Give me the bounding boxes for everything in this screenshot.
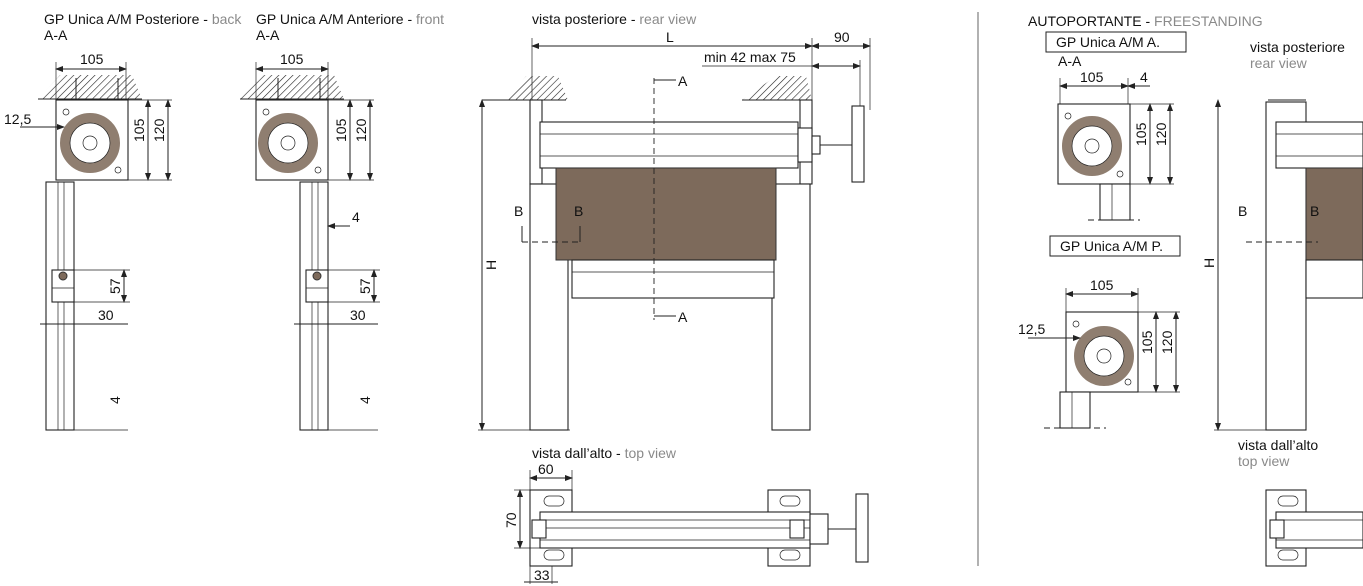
fs-p-105: 105: [1090, 277, 1114, 293]
top-tube: [539, 511, 811, 549]
rear-dim-L: L: [666, 29, 674, 45]
back-dim-57: 57: [107, 278, 123, 294]
front-dim-105: 105: [280, 51, 304, 67]
top-view-title: vista dall’alto - top view: [532, 445, 677, 461]
crank-handle: [851, 105, 865, 183]
top-dim-33: 33: [534, 567, 550, 583]
fs-top-title: vista dall’alto: [1238, 437, 1318, 453]
fs-a-105: 105: [1080, 69, 1104, 85]
fs-rear-title: vista posteriore: [1250, 39, 1345, 55]
roller-ring: [258, 113, 318, 173]
fabric: [555, 167, 777, 261]
fs-a-4: 4: [1140, 69, 1148, 85]
rear-dim-H: H: [483, 260, 499, 270]
fs-B-right: B: [1310, 203, 1319, 219]
top-dim-60: 60: [538, 461, 554, 477]
rear-dim-min-max: min 42 max 75: [704, 49, 796, 65]
guide-rail: [45, 181, 75, 431]
fs-dim-H: H: [1201, 258, 1217, 268]
roller-box: [539, 121, 799, 169]
rear-view: vista posteriore - rear view L 90 min 42…: [478, 11, 871, 431]
section-aa-back: GP Unica A/M Posteriore - back A-A 105 1…: [4, 11, 242, 431]
box-a-frame: [1045, 31, 1187, 53]
bottom-bar: [571, 259, 775, 299]
fs-a-h120: 120: [1153, 122, 1169, 146]
box-a-label: GP Unica A/M A.: [1056, 34, 1160, 50]
front-dim-4: 4: [357, 396, 373, 404]
guide-rail: [299, 181, 329, 431]
fs-p-h120: 120: [1159, 330, 1175, 354]
freestanding: AUTOPORTANTE - FREESTANDING GP Unica A/M…: [1018, 13, 1363, 567]
fs-B-left: B: [1238, 203, 1247, 219]
right-post: [771, 183, 811, 431]
section-A-top: A: [678, 73, 688, 89]
front-title: GP Unica A/M Anteriore - front: [256, 11, 444, 27]
fs-a-h105: 105: [1133, 122, 1149, 146]
back-dim-4: 4: [107, 396, 123, 404]
freestanding-title: AUTOPORTANTE - FREESTANDING: [1028, 13, 1263, 29]
back-dim-offset: 12,5: [4, 111, 31, 127]
section-A-bottom: A: [678, 309, 688, 325]
fs-p-offset: 12,5: [1018, 321, 1045, 337]
front-dim-h105: 105: [333, 118, 349, 142]
box-p-label: GP Unica A/M P.: [1060, 238, 1163, 254]
box-p-frame: [1049, 235, 1181, 257]
section-B-right: B: [574, 203, 583, 219]
front-dim-gap4: 4: [352, 209, 360, 225]
back-dim-105: 105: [80, 51, 104, 67]
ceiling-hatch: [38, 75, 142, 99]
front-dim-30: 30: [350, 307, 366, 323]
roller-ring: [60, 113, 120, 173]
rear-dim-90: 90: [834, 29, 850, 45]
front-dim-h120: 120: [353, 118, 369, 142]
front-section-label: A-A: [256, 27, 280, 43]
back-dim-h120: 120: [151, 118, 167, 142]
top-view: vista dall’alto - top view 60 70 33: [503, 445, 869, 584]
section-aa-front: GP Unica A/M Anteriore - front A-A 105 1…: [240, 11, 444, 431]
fs-section-aa: A-A: [1058, 53, 1082, 69]
section-B-left: B: [514, 203, 523, 219]
fs-p-h105: 105: [1139, 330, 1155, 354]
back-title: GP Unica A/M Posteriore - back: [44, 11, 242, 27]
fs-top-title-en: top view: [1238, 453, 1290, 469]
front-dim-57: 57: [357, 278, 373, 294]
fs-rear-title-en: rear view: [1250, 55, 1308, 71]
top-dim-70: 70: [503, 512, 519, 528]
back-section-label: A-A: [44, 27, 68, 43]
rear-view-title: vista posteriore - rear view: [532, 11, 697, 27]
back-dim-h105: 105: [131, 118, 147, 142]
back-dim-30: 30: [98, 307, 114, 323]
